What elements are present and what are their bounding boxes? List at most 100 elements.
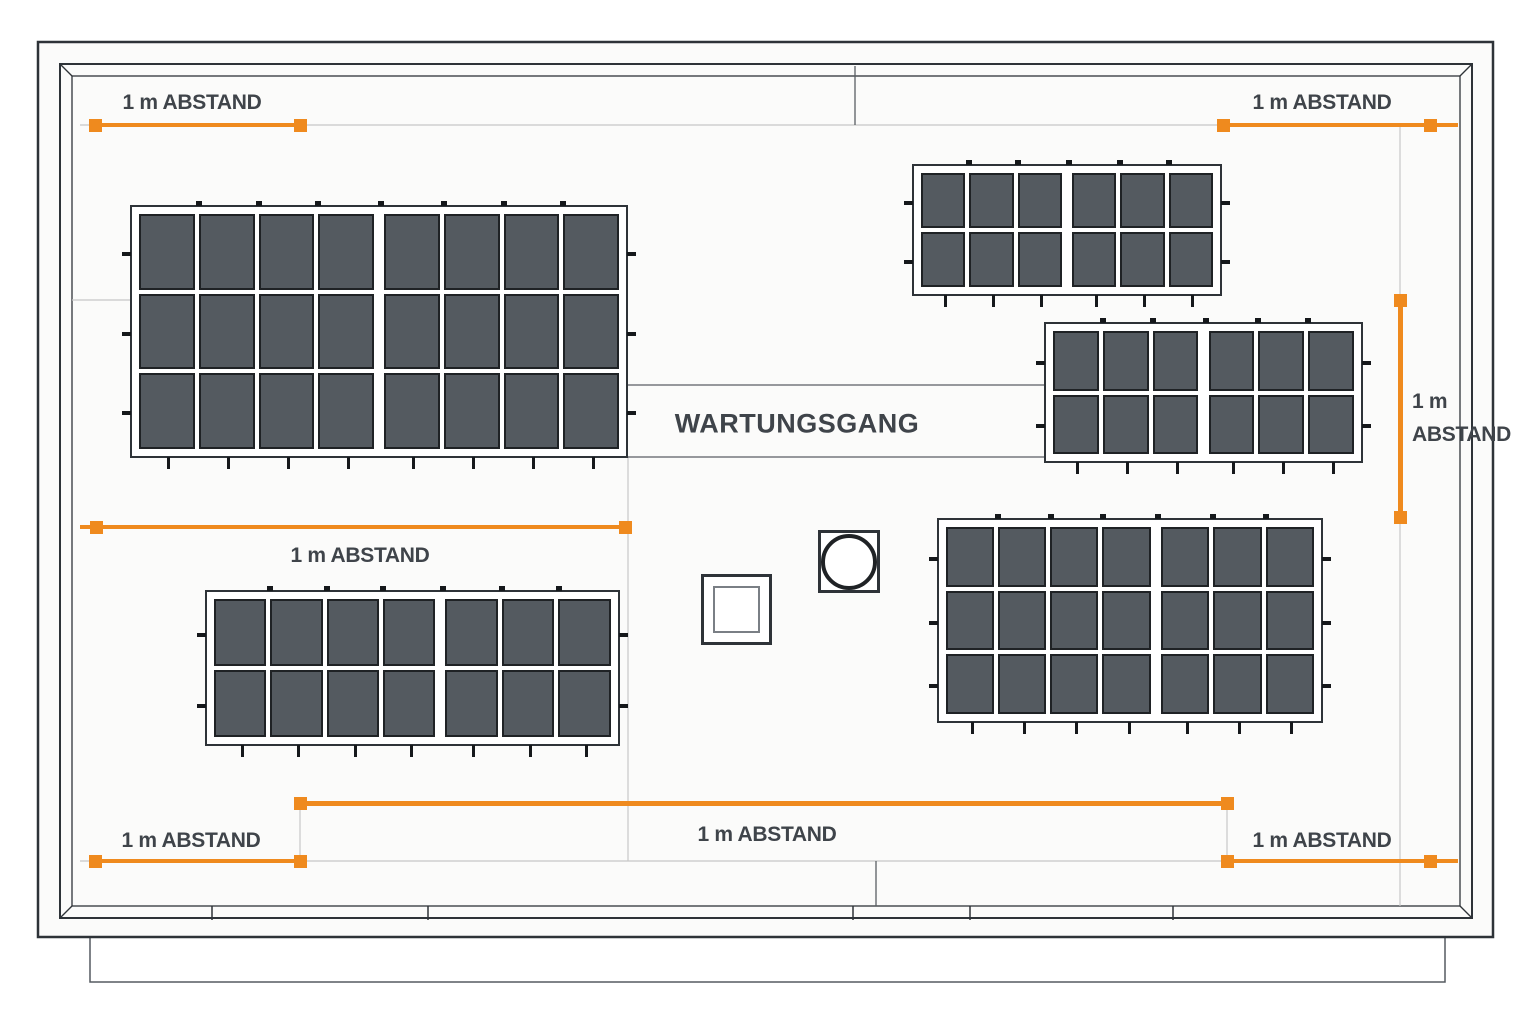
mount-tick <box>1036 360 1045 365</box>
dim-bottom-right-label: 1 m ABSTAND <box>1252 828 1391 854</box>
solar-panel <box>563 373 619 449</box>
solar-panel <box>384 293 440 370</box>
mount-clamp-dot <box>1149 318 1156 323</box>
panel-group <box>1072 173 1213 287</box>
solar-panel <box>1308 331 1354 391</box>
array-bottom-left <box>197 586 628 757</box>
solar-panel <box>1208 331 1255 391</box>
mount-tick <box>1221 200 1230 205</box>
mount-tick <box>929 684 938 689</box>
square-skylight <box>701 574 772 645</box>
mount-clamp-dot <box>1262 514 1269 519</box>
dim-top-left-label: 1 m ABSTAND <box>122 90 261 116</box>
mount-clamp-dot <box>1047 514 1054 519</box>
solar-panel <box>946 527 995 587</box>
mount-clamp-dot <box>995 514 1002 519</box>
mount-tick <box>528 745 532 757</box>
panel-group <box>1208 331 1355 454</box>
mount-tick <box>970 722 974 734</box>
mount-tick <box>929 620 938 625</box>
dimension-endpoint <box>89 520 103 534</box>
solar-panel <box>139 214 195 290</box>
mount-tick <box>1331 462 1335 474</box>
mount-tick <box>1127 722 1131 734</box>
solar-panel <box>1102 331 1149 391</box>
solar-panel <box>326 599 379 666</box>
building-base <box>89 936 1446 983</box>
mount-clamp-dot <box>1210 514 1217 519</box>
corridor-label: WARTUNGSGANG <box>674 408 920 439</box>
solar-panel <box>1213 590 1262 651</box>
solar-panel <box>318 214 374 290</box>
solar-panel <box>270 599 323 666</box>
solar-panel <box>1265 590 1314 651</box>
solar-panel <box>198 373 255 449</box>
solar-panel <box>258 293 315 370</box>
dim-bottom-left-label: 1 m ABSTAND <box>121 828 260 854</box>
solar-panel <box>326 670 379 737</box>
solar-panel <box>1152 331 1199 391</box>
corridor-boundary-lines <box>628 66 1044 906</box>
solar-panel <box>1053 331 1099 391</box>
parapet-segment-divisions <box>211 906 1174 920</box>
solar-panel <box>1072 232 1117 287</box>
mount-tick <box>1231 462 1235 474</box>
panel-group <box>1160 527 1314 714</box>
solar-panel <box>1072 173 1117 228</box>
mount-tick <box>1176 462 1180 474</box>
panel-group <box>1053 331 1199 454</box>
panel-group <box>946 527 1151 714</box>
solar-panel <box>1213 527 1262 587</box>
mount-clamp-dot <box>560 201 567 206</box>
mount-tick <box>904 200 913 205</box>
solar-panel <box>921 173 966 228</box>
solar-panel <box>382 670 436 737</box>
mount-clamp-dot <box>195 201 202 206</box>
parapet-corner-miters <box>59 63 1473 919</box>
mount-tick <box>1322 556 1331 561</box>
mount-tick <box>1036 424 1045 429</box>
solar-panel <box>1265 527 1314 587</box>
dimension-label-text: 1 m ABSTAND <box>122 91 262 114</box>
solar-panel <box>501 599 555 666</box>
mount-tick <box>943 295 947 307</box>
solar-panel <box>1208 394 1255 454</box>
solar-panel <box>921 232 966 287</box>
solar-panel <box>139 293 195 370</box>
dimension-label-text: 1 m ABSTAND <box>290 544 430 567</box>
mount-tick <box>1290 722 1294 734</box>
dimension-endpoint <box>1423 854 1437 868</box>
mount-clamp-dot <box>499 586 506 591</box>
dimension-label-text: ABSTAND <box>1412 423 1512 446</box>
mount-tick <box>412 457 416 469</box>
dimension-endpoint <box>1220 854 1234 868</box>
mount-clamp-dot <box>323 586 330 591</box>
solar-panel <box>998 654 1047 714</box>
mount-tick <box>122 411 131 416</box>
solar-panel <box>1308 394 1354 454</box>
solar-panel <box>558 670 611 737</box>
mount-tick <box>627 331 636 336</box>
mount-tick <box>1040 295 1044 307</box>
mount-tick <box>1322 684 1331 689</box>
solar-panel <box>1050 527 1099 587</box>
mount-tick <box>1143 295 1146 307</box>
dimension-endpoint <box>1216 118 1230 132</box>
dimension-endpoint <box>293 118 307 132</box>
solar-panel <box>503 214 560 290</box>
solar-panel <box>1160 654 1210 714</box>
solar-panel <box>445 599 498 666</box>
solar-panel <box>563 214 619 290</box>
solar-panel <box>1152 394 1199 454</box>
roof-outline <box>36 40 1495 939</box>
solar-panel <box>1265 654 1314 714</box>
dim-mid-left-line <box>80 525 625 529</box>
mount-tick <box>1221 259 1230 264</box>
panel-group <box>384 214 619 449</box>
solar-panel <box>1102 394 1149 454</box>
mount-tick <box>410 745 413 757</box>
mount-clamp-dot <box>380 586 387 591</box>
solar-panel <box>384 214 440 290</box>
